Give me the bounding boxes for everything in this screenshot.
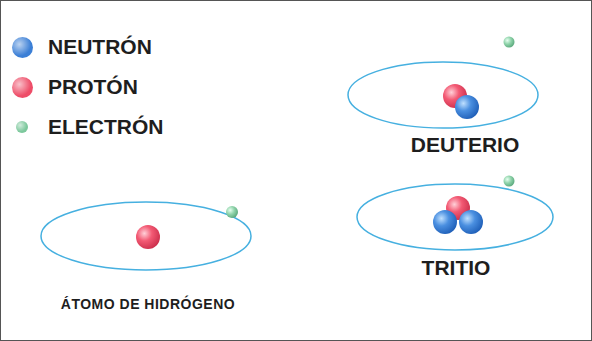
deuterium-atom [348, 37, 538, 129]
legend-text: NEUTRÓN [48, 35, 152, 58]
hydrogen-atom [41, 202, 251, 270]
atom-name: ÁTOMO DE HIDRÓGENO [61, 297, 235, 312]
atom-name: DEUTERIO [411, 133, 520, 156]
tritium-atom [357, 176, 553, 251]
legend-text: PROTÓN [48, 75, 138, 98]
legend-entry: NEUTRÓN [12, 34, 152, 60]
legend-swatch [16, 121, 28, 133]
legend-entry: PROTÓN [12, 74, 138, 100]
legend-text: ELECTRÓN [48, 115, 164, 138]
legend-entry: ELECTRÓN [16, 114, 164, 140]
legend-swatch [12, 77, 33, 98]
atom-name: TRITIO [422, 256, 491, 279]
legend-swatch [12, 37, 33, 58]
